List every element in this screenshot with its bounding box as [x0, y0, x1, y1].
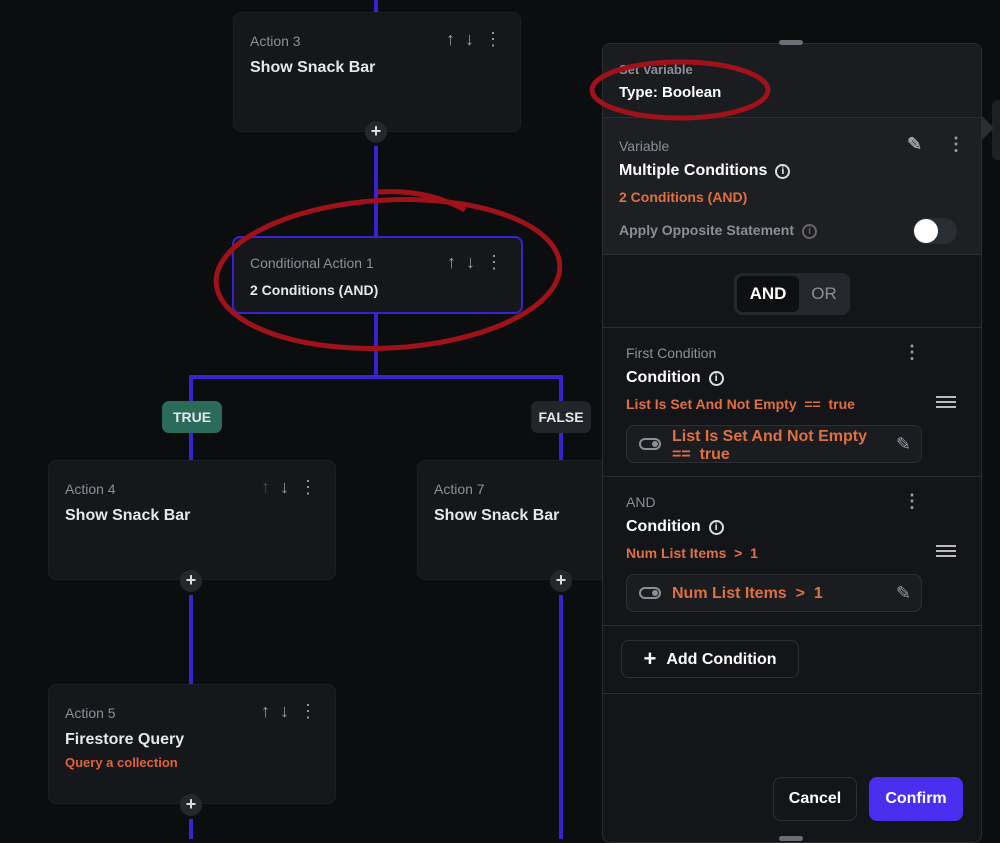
drag-handle-icon[interactable] [936, 396, 956, 408]
condition-field[interactable]: Num List Items > 1 ✎ [626, 574, 922, 612]
plus-icon: + [643, 646, 657, 671]
action-label: Action 7 [434, 481, 485, 497]
condition-label: First Condition [626, 345, 717, 361]
condition-field-text: List Is Set And Not Empty== true [672, 428, 867, 464]
variable-summary: 2 Conditions (AND) [619, 189, 748, 205]
condition-item-1: First Condition ⋮ Condition i List Is Set… [603, 328, 981, 477]
info-icon[interactable]: i [775, 164, 791, 179]
action-subtitle: Query a collection [65, 755, 178, 770]
move-up-icon[interactable]: ↑ [446, 29, 455, 49]
action-label: Action 3 [250, 33, 301, 49]
condition-item-2: AND ⋮ Condition i Num List Items > 1 Num … [603, 477, 981, 626]
move-down-icon[interactable]: ↓ [465, 29, 474, 49]
logic-segmented-control: AND OR [734, 273, 850, 315]
more-icon[interactable]: ⋮ [485, 252, 503, 272]
variable-title-text: Multiple Conditions [619, 162, 768, 179]
add-condition-section: + Add Condition [603, 626, 981, 694]
connector-line [559, 595, 563, 839]
add-action-button[interactable]: + [550, 570, 572, 592]
connector-line [374, 146, 378, 236]
connector-line [374, 0, 378, 12]
variable-section: Variable ✎ ⋮ Multiple Conditions i 2 Cond… [603, 118, 981, 255]
boolean-icon [639, 438, 661, 450]
confirm-button[interactable]: Confirm [869, 777, 963, 821]
info-icon[interactable]: i [802, 224, 818, 239]
action-label: Action 4 [65, 481, 116, 497]
more-icon[interactable]: ⋮ [299, 701, 317, 721]
add-condition-label: Add Condition [666, 651, 777, 668]
add-action-button[interactable]: + [365, 121, 387, 143]
annotation-circle-conditional [213, 197, 563, 351]
toggle-knob [914, 219, 938, 243]
logic-and-option[interactable]: AND [737, 276, 799, 312]
variable-label: Variable [619, 138, 670, 154]
condition-field-line: == true [672, 446, 730, 463]
action-label: Action 5 [65, 705, 116, 721]
annotation-circle-type [589, 59, 771, 121]
apply-opposite-toggle[interactable] [913, 218, 957, 244]
condition-title: Condition i [626, 518, 724, 536]
apply-opposite-label: Apply Opposite Statement i [619, 222, 818, 239]
move-up-icon[interactable]: ↑ [261, 477, 270, 497]
add-action-button[interactable]: + [180, 570, 202, 592]
conditional-action-card[interactable]: Conditional Action 1 2 Conditions (AND) … [232, 236, 523, 314]
condition-title: Condition i [626, 369, 724, 387]
condition-summary: List Is Set And Not Empty == true [626, 396, 855, 412]
panel-drag-handle[interactable] [779, 40, 803, 45]
move-up-icon[interactable]: ↑ [447, 252, 456, 272]
condition-label: AND [626, 494, 656, 510]
condition-field[interactable]: List Is Set And Not Empty== true ✎ [626, 425, 922, 463]
add-action-button[interactable]: + [180, 794, 202, 816]
set-variable-panel: Set Variable Type: Boolean Variable ✎ ⋮ … [602, 43, 982, 843]
connector-line [189, 595, 193, 685]
action-card-5[interactable]: Action 5 Firestore Query Query a collect… [48, 684, 336, 804]
action-title: Show Snack Bar [250, 59, 376, 76]
logic-or-option[interactable]: OR [811, 284, 837, 303]
panel-header: Set Variable Type: Boolean [603, 44, 981, 118]
variable-type: Type: Boolean [619, 84, 722, 101]
drag-handle-icon[interactable] [936, 545, 956, 557]
more-icon[interactable]: ⋮ [299, 477, 317, 497]
edit-icon[interactable]: ✎ [907, 134, 923, 154]
panel-pointer [982, 116, 994, 140]
condition-title-text: Condition [626, 518, 701, 535]
info-icon[interactable]: i [708, 520, 724, 535]
apply-opposite-text: Apply Opposite Statement [619, 222, 795, 238]
action-title: 2 Conditions (AND) [250, 282, 379, 298]
more-icon[interactable]: ⋮ [903, 342, 921, 362]
adjacent-panel-edge [992, 100, 1000, 160]
false-branch-badge: FALSE [531, 401, 591, 433]
info-icon[interactable]: i [708, 371, 724, 386]
action-title: Show Snack Bar [434, 507, 560, 524]
more-icon[interactable]: ⋮ [484, 29, 502, 49]
more-icon[interactable]: ⋮ [903, 491, 921, 511]
annotation-tail [377, 189, 467, 213]
edit-icon[interactable]: ✎ [895, 434, 911, 454]
action-title: Show Snack Bar [65, 507, 191, 524]
action-card-4[interactable]: Action 4 Show Snack Bar ↑ ↓ ⋮ [48, 460, 336, 580]
edit-icon[interactable]: ✎ [895, 583, 911, 603]
variable-title: Multiple Conditions i [619, 162, 791, 180]
condition-title-text: Condition [626, 369, 701, 386]
action-card-3[interactable]: Action 3 Show Snack Bar ↑ ↓ ⋮ [233, 12, 521, 132]
move-down-icon[interactable]: ↓ [280, 477, 289, 497]
more-icon[interactable]: ⋮ [947, 134, 965, 154]
connector-line [189, 375, 563, 379]
boolean-icon [639, 587, 661, 599]
move-down-icon[interactable]: ↓ [280, 701, 289, 721]
action-label: Conditional Action 1 [250, 255, 374, 271]
action-title: Firestore Query [65, 731, 185, 748]
condition-field-line: List Is Set And Not Empty [672, 428, 867, 445]
condition-field-text: Num List Items > 1 [672, 585, 823, 602]
add-condition-button[interactable]: + Add Condition [621, 640, 799, 678]
condition-summary: Num List Items > 1 [626, 545, 758, 561]
connector-line [189, 819, 193, 839]
true-branch-badge: TRUE [162, 401, 222, 433]
move-down-icon[interactable]: ↓ [466, 252, 475, 272]
move-up-icon[interactable]: ↑ [261, 701, 270, 721]
logic-section: AND OR [603, 255, 981, 328]
cancel-button[interactable]: Cancel [773, 777, 857, 821]
